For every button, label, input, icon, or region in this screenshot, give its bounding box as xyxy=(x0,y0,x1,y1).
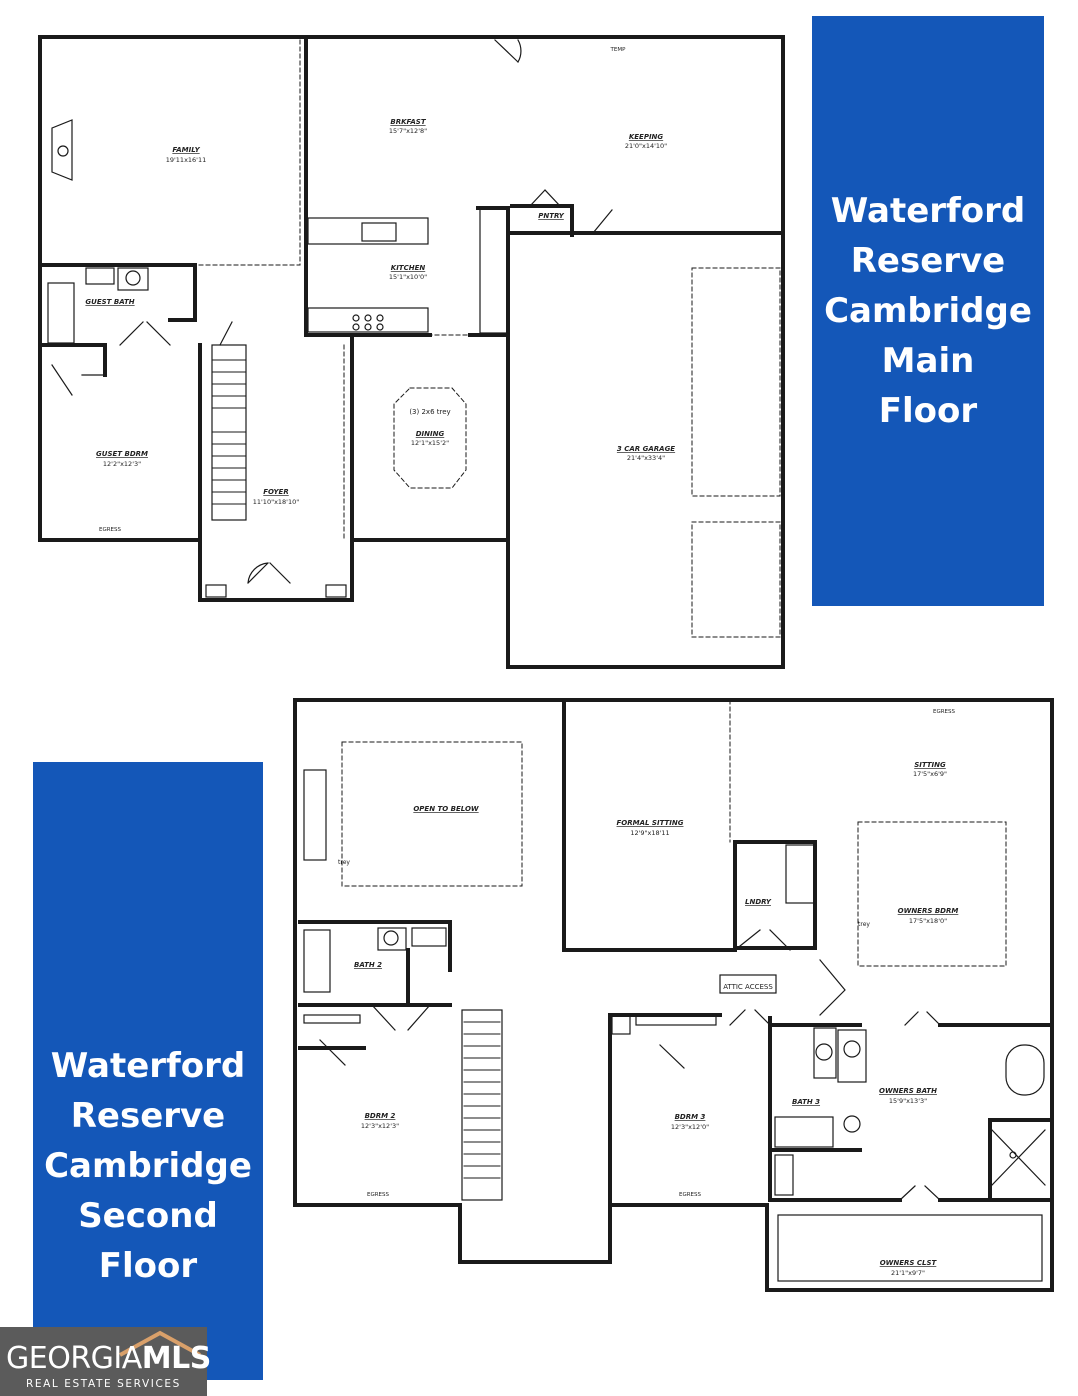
dims-dining: 12'1"x15'2" xyxy=(411,439,449,447)
banner-main-line-2: Reserve xyxy=(850,241,1006,281)
label-kitchen: KITCHEN xyxy=(391,264,426,272)
label-bath3: BATH 3 xyxy=(792,1098,820,1106)
main-floor-thin xyxy=(47,119,509,521)
label-formal-sitting: FORMAL SITTING xyxy=(617,819,684,827)
tag-egress-bdrm2: EGRESS xyxy=(367,1192,390,1198)
note-dining: (3) 2x6 trey xyxy=(409,408,450,416)
banner-main-line-1: Waterford xyxy=(830,191,1026,231)
label-sitting: SITTING xyxy=(914,761,946,769)
label-bdrm2: BDRM 2 xyxy=(365,1112,396,1120)
dims-bdrm3: 12'3"x12'0" xyxy=(671,1123,709,1131)
label-owners-bdrm: OWNERS BDRM xyxy=(898,907,959,915)
label-family: FAMILY xyxy=(172,146,200,154)
second-floor-stairs xyxy=(463,1021,501,1179)
dims-brkfast: 15'7"x12'8" xyxy=(389,127,427,135)
label-lndry: LNDRY xyxy=(745,898,772,906)
tag-temp: TEMP xyxy=(610,47,627,53)
banner-main-line-3: Cambridge xyxy=(824,291,1032,331)
label-keeping: KEEPING xyxy=(629,133,664,141)
tag-egress-bdrm3: EGRESS xyxy=(679,1192,702,1198)
dims-sitting: 17'5"x6'9" xyxy=(913,770,947,778)
label-guest-bdrm: GUSET BDRM xyxy=(96,450,148,458)
main-floor-banner: Waterford Reserve Cambridge Main Floor xyxy=(812,16,1044,606)
banner-main-line-4: Main xyxy=(881,341,975,381)
label-owners-clst: OWNERS CLST xyxy=(880,1259,938,1267)
main-floor-doors xyxy=(51,39,613,598)
dims-guest-bdrm: 12'2"x12'3" xyxy=(103,460,141,468)
dims-owners-bdrm: 17'5"x18'0" xyxy=(909,917,947,925)
tag-egress-main: EGRESS xyxy=(99,527,122,533)
dims-formal-sitting: 12'9"x18'11 xyxy=(630,829,669,837)
dims-owners-bath: 15'9"x13'3" xyxy=(889,1097,927,1105)
label-garage: 3 CAR GARAGE xyxy=(617,445,675,453)
logo-word-a: GEORGIA xyxy=(6,1341,142,1376)
label-dining: DINING xyxy=(416,430,445,438)
banner-second-line-2: Reserve xyxy=(70,1096,226,1136)
logo-word-b: MLS xyxy=(141,1341,212,1376)
dims-garage: 21'4"x33'4" xyxy=(627,454,665,462)
dims-keeping: 21'0"x14'10" xyxy=(625,142,667,150)
dims-family: 19'11x16'11 xyxy=(166,156,207,164)
banner-second-line-5: Floor xyxy=(98,1246,198,1286)
label-guest-bath: GUEST BATH xyxy=(85,298,134,306)
second-floor-banner: Waterford Reserve Cambridge Second Floor xyxy=(33,762,263,1380)
banner-second-line-3: Cambridge xyxy=(44,1146,252,1186)
label-foyer: FOYER xyxy=(263,488,288,496)
dims-foyer: 11'10"x18'10" xyxy=(253,498,299,506)
dims-bdrm2: 12'3"x12'3" xyxy=(361,1122,399,1130)
logo-wordmark: GEORGIAMLS xyxy=(6,1341,211,1376)
label-open-to-below: OPEN TO BELOW xyxy=(413,805,479,813)
main-floor-stairs xyxy=(211,359,247,505)
label-pntry: PNTRY xyxy=(538,212,565,220)
trey-note: trey xyxy=(338,859,350,866)
second-floor-doors xyxy=(319,929,941,1201)
banner-second-line-1: Waterford xyxy=(50,1046,246,1086)
label-owners-bath: OWNERS BATH xyxy=(879,1087,937,1095)
tag-egress-top: EGRESS xyxy=(933,709,956,715)
label-attic: ATTIC ACCESS xyxy=(723,983,773,991)
label-brkfast: BRKFAST xyxy=(390,118,426,126)
label-bdrm3: BDRM 3 xyxy=(675,1113,706,1121)
banner-main-line-5: Floor xyxy=(878,391,978,431)
room-labels: FAMILY 19'11x16'11 BRKFAST 15'7"x12'8" K… xyxy=(85,47,958,1277)
second-floor-walls xyxy=(293,698,1054,1292)
dims-kitchen: 15'1"x10'0" xyxy=(389,273,427,281)
logo-subtitle: REAL ESTATE SERVICES xyxy=(26,1378,181,1390)
roof-icon xyxy=(119,1330,201,1357)
main-floor-dashed xyxy=(194,39,781,638)
dims-owners-clst: 21'1"x9'7" xyxy=(891,1269,925,1277)
second-floor-dashed xyxy=(341,699,1007,967)
second-floor-thin xyxy=(303,769,1046,1282)
banner-second-line-4: Second xyxy=(78,1196,218,1236)
label-bath2: BATH 2 xyxy=(354,961,382,969)
georgia-mls-logo: GEORGIAMLS REAL ESTATE SERVICES xyxy=(0,1327,211,1396)
trey-note-2: trey xyxy=(858,921,870,928)
